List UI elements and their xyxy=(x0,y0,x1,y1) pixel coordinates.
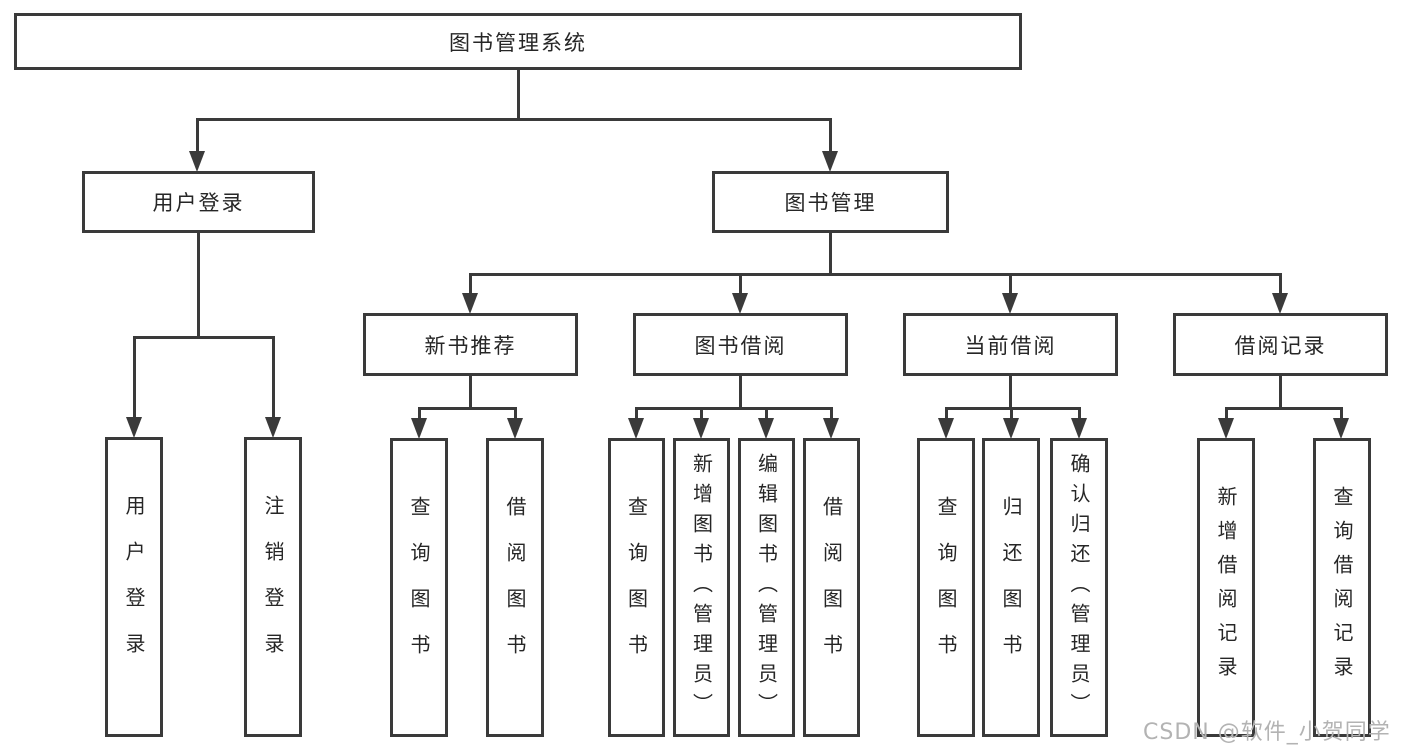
node-bb-edit-book: 编辑图书（管理员） xyxy=(738,438,795,737)
node-user-login-leaf: 用户登录 xyxy=(105,437,163,737)
arrowhead-down-icon xyxy=(1333,418,1349,439)
connector-root-stem xyxy=(517,70,520,118)
arrowhead-down-icon xyxy=(189,151,205,172)
connector-drop-book-mgmt xyxy=(829,118,832,153)
arrowhead-down-icon xyxy=(1071,418,1087,439)
arrowhead-down-icon xyxy=(732,293,748,314)
node-br-query-record-label: 查询借阅记录 xyxy=(1330,485,1354,690)
node-bb-add-book: 新增图书（管理员） xyxy=(673,438,730,737)
node-cb-query-book-label: 查询图书 xyxy=(934,495,958,680)
node-user-login: 用户登录 xyxy=(82,171,315,233)
node-book-borrow-label: 图书借阅 xyxy=(694,333,787,358)
node-current-borrow: 当前借阅 xyxy=(903,313,1118,376)
connector-drop-user-login-leaf xyxy=(133,336,136,418)
connector-drop-bb-add xyxy=(700,407,703,419)
connector-drop-bb-edit xyxy=(765,407,768,419)
node-logout-leaf-label: 注销登录 xyxy=(261,495,285,679)
node-rec-query-book: 查询图书 xyxy=(390,438,448,737)
connector-book-mgmt-stem xyxy=(829,233,832,273)
node-bb-borrow-book: 借阅图书 xyxy=(803,438,860,737)
node-cb-return-book-label: 归还图书 xyxy=(999,495,1023,680)
node-rec-query-book-label: 查询图书 xyxy=(407,495,431,680)
connector-drop-cb-confirm xyxy=(1078,407,1081,419)
connector-user-login-bus xyxy=(133,336,274,339)
arrowhead-down-icon xyxy=(693,418,709,439)
node-br-query-record: 查询借阅记录 xyxy=(1313,438,1371,737)
connector-drop-logout-leaf xyxy=(272,336,275,418)
csdn-watermark: CSDN @软件_小贺同学 xyxy=(1143,720,1391,745)
node-bb-add-book-label: 新增图书（管理员） xyxy=(689,452,714,723)
arrowhead-down-icon xyxy=(1003,418,1019,439)
arrowhead-down-icon xyxy=(1218,418,1234,439)
connector-drop-borrow-record xyxy=(1279,273,1282,294)
node-rec-borrow-book-label: 借阅图书 xyxy=(503,495,527,680)
node-br-add-record: 新增借阅记录 xyxy=(1197,438,1255,737)
node-bb-query-book: 查询图书 xyxy=(608,438,665,737)
node-new-book-rec: 新书推荐 xyxy=(363,313,578,376)
node-bb-query-book-label: 查询图书 xyxy=(624,495,649,680)
node-bb-borrow-book-label: 借阅图书 xyxy=(819,495,844,680)
connector-new-book-rec-bus xyxy=(418,407,516,410)
connector-borrow-record-bus xyxy=(1225,407,1342,410)
connector-drop-br-query xyxy=(1340,407,1343,419)
node-book-mgmt-label: 图书管理 xyxy=(784,191,877,215)
arrowhead-down-icon xyxy=(758,418,774,439)
connector-current-borrow-stem xyxy=(1009,376,1012,407)
node-cb-query-book: 查询图书 xyxy=(917,438,975,737)
node-new-book-rec-label: 新书推荐 xyxy=(424,333,517,358)
arrowhead-down-icon xyxy=(822,151,838,172)
connector-borrow-record-stem xyxy=(1279,376,1282,407)
arrowhead-down-icon xyxy=(411,418,427,439)
node-bb-edit-book-label: 编辑图书（管理员） xyxy=(754,452,779,723)
connector-drop-bb-query xyxy=(635,407,638,419)
node-rec-borrow-book: 借阅图书 xyxy=(486,438,544,737)
node-root: 图书管理系统 xyxy=(14,13,1022,70)
arrowhead-down-icon xyxy=(938,418,954,439)
connector-drop-book-borrow xyxy=(739,273,742,294)
node-borrow-record: 借阅记录 xyxy=(1173,313,1388,376)
connector-drop-new-book-rec xyxy=(469,273,472,294)
connector-drop-user-login xyxy=(196,118,199,153)
connector-drop-rec-borrow xyxy=(514,407,517,419)
arrowhead-down-icon xyxy=(823,418,839,439)
node-user-login-leaf-label: 用户登录 xyxy=(122,495,146,679)
arrowhead-down-icon xyxy=(1002,293,1018,314)
arrowhead-down-icon xyxy=(265,417,281,438)
node-br-add-record-label: 新增借阅记录 xyxy=(1214,485,1238,690)
node-user-login-label: 用户登录 xyxy=(152,191,245,215)
connector-drop-current-borrow xyxy=(1009,273,1012,294)
connector-drop-rec-query xyxy=(418,407,421,419)
connector-root-bus xyxy=(197,118,831,121)
connector-book-borrow-stem xyxy=(739,376,742,407)
arrowhead-down-icon xyxy=(507,418,523,439)
connector-book-mgmt-bus xyxy=(470,273,1282,276)
node-borrow-record-label: 借阅记录 xyxy=(1234,333,1327,358)
arrowhead-down-icon xyxy=(126,417,142,438)
connector-drop-cb-query xyxy=(945,407,948,419)
connector-drop-cb-return xyxy=(1010,407,1013,419)
connector-drop-br-add xyxy=(1225,407,1228,419)
connector-drop-bb-borrow xyxy=(830,407,833,419)
arrowhead-down-icon xyxy=(462,293,478,314)
node-root-label: 图书管理系统 xyxy=(449,30,587,55)
node-current-borrow-label: 当前借阅 xyxy=(964,333,1057,358)
connector-user-login-stem xyxy=(197,233,200,336)
connector-book-borrow-bus xyxy=(635,407,832,410)
node-book-mgmt: 图书管理 xyxy=(712,171,949,233)
arrowhead-down-icon xyxy=(628,418,644,439)
node-logout-leaf: 注销登录 xyxy=(244,437,302,737)
connector-new-book-rec-stem xyxy=(469,376,472,407)
node-cb-return-book: 归还图书 xyxy=(982,438,1040,737)
node-cb-confirm-return: 确认归还（管理员） xyxy=(1050,438,1108,737)
node-book-borrow: 图书借阅 xyxy=(633,313,848,376)
node-cb-confirm-return-label: 确认归还（管理员） xyxy=(1067,452,1091,723)
arrowhead-down-icon xyxy=(1272,293,1288,314)
